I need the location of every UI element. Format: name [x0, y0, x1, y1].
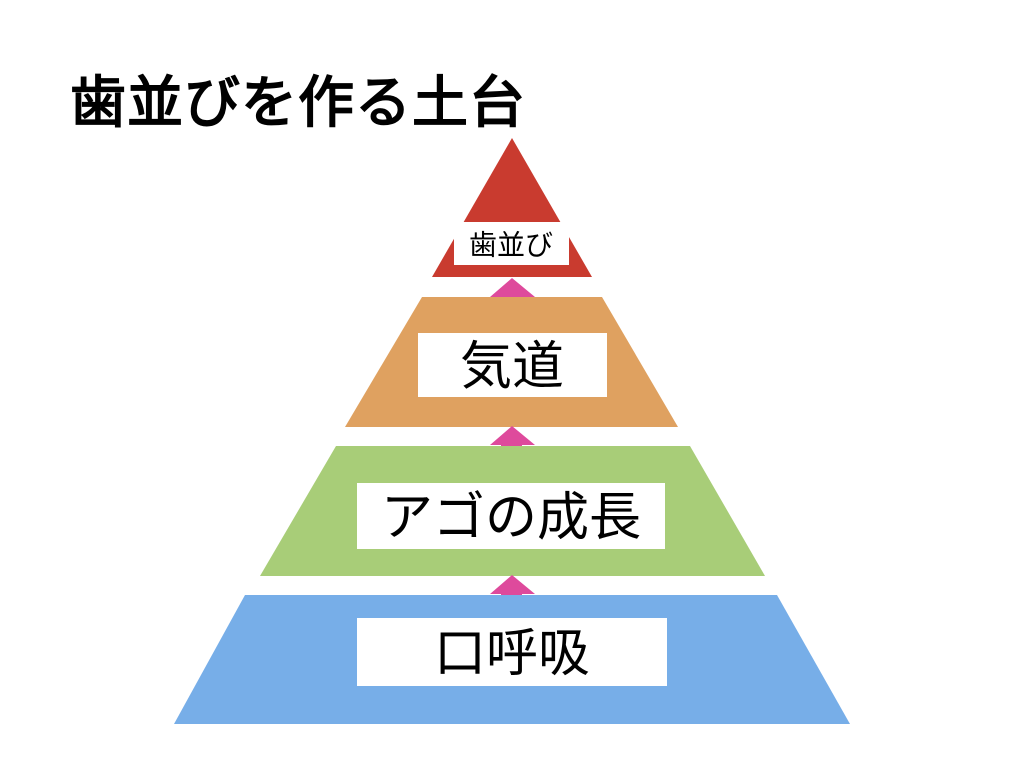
layer-2-label: 気道 [460, 337, 564, 397]
layer-2-label-box [418, 333, 607, 397]
layer-bottom-label-box [357, 618, 667, 686]
layer-top-label: 歯並び [469, 229, 553, 262]
layer-top-label-box [454, 222, 569, 265]
layer-bottom-label: 口呼吸 [434, 624, 590, 684]
layer-3-label-box [357, 483, 665, 549]
slide-title: 歯並びを作る土台 [70, 71, 526, 136]
layer-3-label: アゴの成長 [381, 488, 641, 548]
